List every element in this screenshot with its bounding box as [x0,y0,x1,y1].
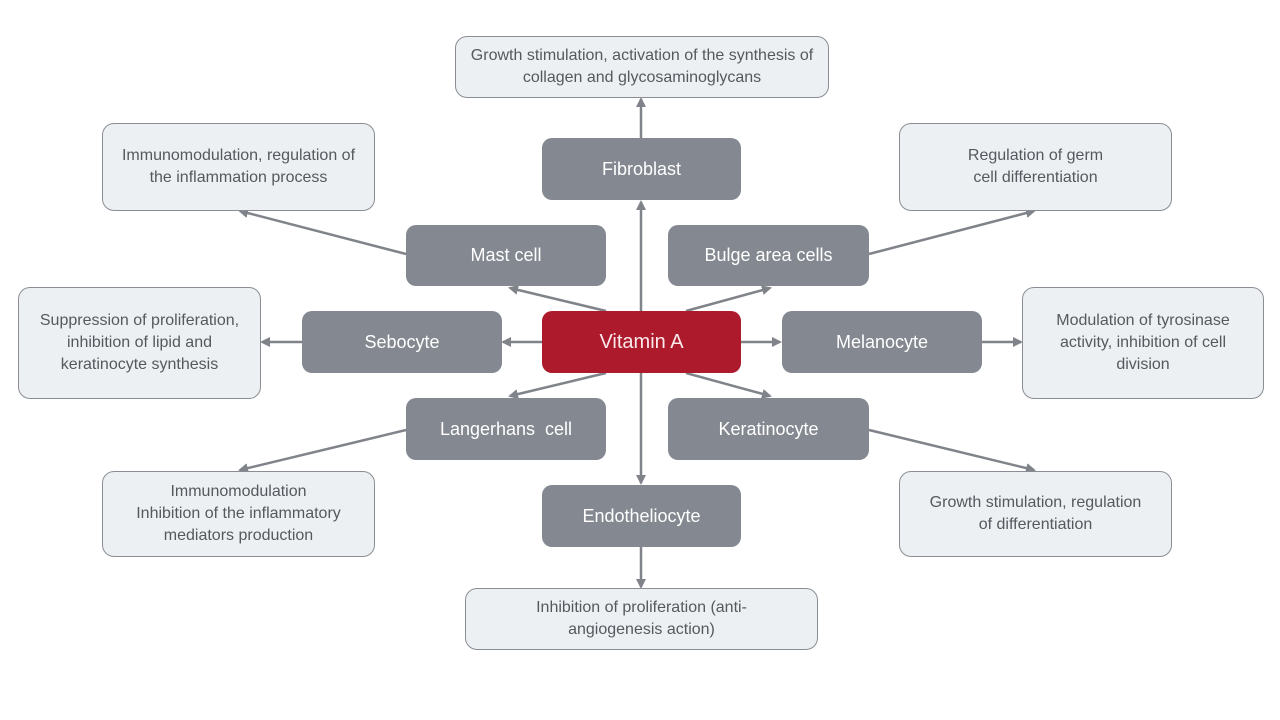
effect-box-endotheliocyte: Inhibition of proliferation (anti-angiog… [465,588,818,650]
cell-node-langerhans: Langerhans cell [406,398,606,460]
cell-label: Mast cell [470,245,542,265]
cell-label: Sebocyte [364,331,440,352]
vitamin-a-label: Vitamin A [599,330,684,353]
cell-node-melanocyte: Melanocyte [782,311,982,373]
effect-text: Immunomodulation, regulation of the infl… [121,147,356,186]
effect-box-sebocyte: Suppression of proliferation, inhibition… [18,287,261,399]
effect-text: Suppression of proliferation, inhibition… [39,312,240,373]
arrow-center-to-langerhans [508,371,607,399]
cell-node-keratinocyte: Keratinocyte [668,398,869,460]
vitamin-a-node: Vitamin A [542,311,741,373]
arrow-langerhans-to-effect [238,428,407,473]
effect-box-langerhans: Immunomodulation Inhibition of the infla… [102,471,375,557]
cell-label: Fibroblast [601,158,682,179]
effect-text: Inhibition of proliferation (anti-angiog… [536,599,747,638]
effect-box-keratinocyte: Growth stimulation, regulation of differ… [899,471,1172,557]
cell-label: Melanocyte [835,331,929,352]
arrow-center-to-mast [508,285,607,313]
arrow-center-to-keratinocyte [685,371,772,399]
arrow-bulge-to-effect [868,208,1036,256]
effect-box-bulge: Regulation of germ cell differentiation [899,123,1172,211]
cell-node-endotheliocyte: Endotheliocyte [542,485,741,547]
cell-node-mast: Mast cell [406,225,606,286]
cell-label: Endotheliocyte [582,505,701,526]
arrow-keratinocyte-to-effect [868,428,1036,473]
cell-node-sebocyte: Sebocyte [302,311,502,373]
effect-text: Growth stimulation, regulation of differ… [929,494,1142,533]
arrow-mast-to-effect [238,208,407,256]
effect-text: Growth stimulation, activation of the sy… [470,47,814,86]
effect-text: Regulation of germ cell differentiation [967,147,1104,186]
cell-label: Keratinocyte [718,418,819,439]
cell-node-fibroblast: Fibroblast [542,138,741,200]
effect-box-fibroblast: Growth stimulation, activation of the sy… [455,36,829,98]
effect-text: Modulation of tyrosinase activity, inhib… [1056,312,1230,373]
arrow-center-to-bulge [685,285,772,313]
cell-label: Bulge area cells [704,245,833,265]
cell-node-bulge: Bulge area cells [668,225,869,286]
effect-box-melanocyte: Modulation of tyrosinase activity, inhib… [1022,287,1264,399]
cell-label: Langerhans cell [439,418,573,439]
effect-box-mast: Immunomodulation, regulation of the infl… [102,123,375,211]
effect-text: Immunomodulation Inhibition of the infla… [136,483,341,544]
